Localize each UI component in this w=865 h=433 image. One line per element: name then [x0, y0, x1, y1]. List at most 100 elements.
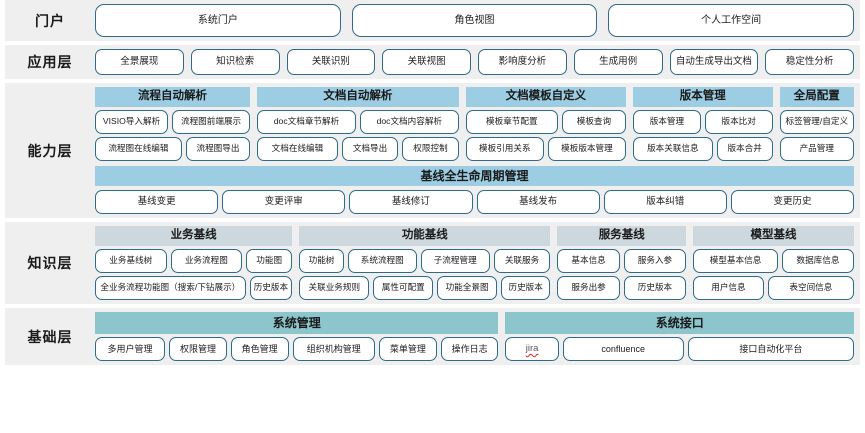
group-2: 服务基线基本信息服务入参服务出参历史版本 — [557, 226, 687, 300]
pill-1-0[interactable]: 全景展现 — [95, 49, 184, 75]
chip-1-0-1[interactable]: doc文档内容解析 — [359, 109, 459, 134]
chip-3-1-0[interactable]: 版本关联信息 — [632, 136, 713, 161]
chip-1-1-0[interactable]: 文档在线编辑 — [257, 136, 338, 161]
group-header-1: 功能基线 — [299, 226, 551, 246]
chip-1-1-2[interactable]: 权限控制 — [402, 136, 459, 161]
chip-0-0-2[interactable]: 功能图 — [246, 248, 293, 273]
chip-4-1-0[interactable]: 产品管理 — [779, 136, 854, 161]
item-row: 全景展现知识检索关联识别关联视图影响度分析生成用例自动生成导出文档稳定性分析 — [95, 49, 854, 75]
chip-1-0-3[interactable]: 关联服务 — [493, 248, 551, 273]
chip-0-0-4[interactable]: 菜单管理 — [379, 337, 437, 362]
group-3: 版本管理版本管理版本比对版本关联信息版本合并 — [632, 87, 773, 161]
chip-1-0-0[interactable]: jira — [505, 337, 559, 362]
chip-2-1-0[interactable]: 模板引用关系 — [465, 136, 544, 161]
chip-1-0-2[interactable]: 接口自动化平台 — [687, 337, 854, 362]
chip-row-1: 流程图在线编辑流程图导出 — [95, 136, 251, 161]
chip-0-0-0[interactable]: VISIO导入解析 — [95, 109, 169, 134]
chip-1-0-2[interactable]: 子流程管理 — [420, 248, 490, 273]
lifecycle-header: 基线全生命周期管理 — [95, 165, 854, 187]
chip-2-0-1[interactable]: 服务入参 — [623, 248, 687, 273]
chip-0-1-0[interactable]: 全业务流程功能图（搜索/下钻展示） — [95, 275, 246, 300]
lifecycle-chip-4[interactable]: 版本纠错 — [603, 190, 727, 215]
chip-row-0: 功能树系统流程图子流程管理关联服务 — [299, 248, 551, 273]
chip-0-0-1[interactable]: 业务流程图 — [170, 248, 243, 273]
chip-1-0-0[interactable]: doc文档章节解析 — [257, 109, 356, 134]
chip-1-1-1[interactable]: 文档导出 — [341, 136, 399, 161]
chip-3-1-0[interactable]: 用户信息 — [693, 275, 764, 300]
chip-row-1: 全业务流程功能图（搜索/下钻展示）历史版本 — [95, 275, 293, 300]
chip-0-0-5[interactable]: 操作日志 — [440, 337, 499, 362]
lifecycle-chip-1[interactable]: 变更评审 — [222, 190, 346, 215]
chip-1-1-0[interactable]: 关联业务规则 — [299, 275, 370, 300]
chip-1-1-1[interactable]: 属性可配置 — [373, 275, 434, 300]
pill-1-7[interactable]: 稳定性分析 — [765, 49, 854, 75]
chip-2-0-0[interactable]: 模板章节配置 — [465, 109, 558, 134]
pill-1-4[interactable]: 影响度分析 — [478, 49, 567, 75]
lifecycle-row: 基线变更变更评审基线修订基线发布版本纠错变更历史 — [95, 190, 855, 215]
chip-0-0-0[interactable]: 业务基线树 — [95, 248, 167, 273]
group-0: 业务基线业务基线树业务流程图功能图全业务流程功能图（搜索/下钻展示）历史版本 — [95, 226, 293, 300]
chip-3-0-1[interactable]: 版本比对 — [704, 109, 773, 134]
pill-1-1[interactable]: 知识检索 — [190, 49, 280, 75]
chip-1-0-1[interactable]: 系统流程图 — [347, 248, 417, 273]
pill-1-3[interactable]: 关联视图 — [382, 49, 471, 75]
group-1: 功能基线功能树系统流程图子流程管理关联服务关联业务规则属性可配置功能全景图历史版… — [299, 226, 551, 300]
chip-1-1-3[interactable]: 历史版本 — [500, 275, 551, 300]
chip-3-1-1[interactable]: 表空间信息 — [767, 275, 854, 300]
chip-4-0-0[interactable]: 标签管理/自定义 — [779, 109, 854, 134]
chip-3-1-1[interactable]: 版本合并 — [716, 136, 773, 161]
chip-row-0: 版本管理版本比对 — [632, 109, 773, 134]
chip-0-1-1[interactable]: 历史版本 — [249, 275, 293, 300]
chip-row-0: 模型基本信息数据库信息 — [693, 248, 854, 273]
pill-0-1[interactable]: 角色视图 — [351, 4, 598, 37]
chip-1-0-1[interactable]: confluence — [562, 337, 684, 362]
lifecycle-block: 基线全生命周期管理基线变更变更评审基线修订基线发布版本纠错变更历史 — [95, 165, 855, 215]
chip-2-1-1[interactable]: 历史版本 — [623, 275, 687, 300]
chip-row-1: 服务出参历史版本 — [557, 275, 687, 300]
chip-2-1-0[interactable]: 服务出参 — [557, 275, 620, 300]
chip-2-1-1[interactable]: 模板版本管理 — [547, 136, 626, 161]
layer-0: 门户系统门户角色视图个人工作空间 — [5, 0, 860, 41]
chip-0-0-2[interactable]: 角色管理 — [230, 337, 289, 362]
chip-3-0-0[interactable]: 版本管理 — [632, 109, 701, 134]
chip-3-0-1[interactable]: 数据库信息 — [781, 248, 854, 273]
lifecycle-chip-2[interactable]: 基线修订 — [349, 190, 473, 215]
group-row: 业务基线业务基线树业务流程图功能图全业务流程功能图（搜索/下钻展示）历史版本功能… — [95, 226, 854, 300]
chip-0-0-0[interactable]: 多用户管理 — [95, 337, 166, 362]
lifecycle-chip-3[interactable]: 基线发布 — [476, 190, 600, 215]
layer-label-3: 知识层 — [27, 255, 73, 272]
chip-1-1-2[interactable]: 功能全景图 — [437, 275, 497, 300]
group-header-0: 业务基线 — [95, 226, 293, 246]
group-0: 系统管理多用户管理权限管理角色管理组织机构管理菜单管理操作日志 — [95, 311, 499, 362]
chip-row-1: 产品管理 — [779, 136, 854, 161]
chip-0-1-0[interactable]: 流程图在线编辑 — [95, 136, 182, 161]
chip-row-0: VISIO导入解析流程图前端展示 — [95, 109, 251, 134]
group-header-0: 系统管理 — [95, 311, 499, 335]
chip-3-0-0[interactable]: 模型基本信息 — [693, 248, 778, 273]
pill-0-0[interactable]: 系统门户 — [95, 4, 341, 37]
group-header-4: 全局配置 — [779, 87, 854, 107]
chip-0-0-1[interactable]: 权限管理 — [169, 337, 227, 362]
group-header-1: 文档自动解析 — [257, 87, 459, 107]
chip-2-0-0[interactable]: 基本信息 — [557, 248, 620, 273]
chip-row-1: 关联业务规则属性可配置功能全景图历史版本 — [299, 275, 551, 300]
chip-2-0-1[interactable]: 模板查询 — [561, 109, 626, 134]
chip-0-0-3[interactable]: 组织机构管理 — [292, 337, 376, 362]
pill-0-2[interactable]: 个人工作空间 — [608, 4, 855, 37]
chip-1-0-0[interactable]: 功能树 — [299, 248, 344, 273]
lifecycle-chip-0[interactable]: 基线变更 — [95, 190, 219, 215]
lifecycle-chip-5[interactable]: 变更历史 — [730, 190, 855, 215]
pill-1-6[interactable]: 自动生成导出文档 — [669, 49, 759, 75]
pill-1-5[interactable]: 生成用例 — [573, 49, 663, 75]
pill-1-2[interactable]: 关联识别 — [286, 49, 376, 75]
chip-0-0-1[interactable]: 流程图前端展示 — [172, 109, 251, 134]
chip-0-1-1[interactable]: 流程图导出 — [185, 136, 251, 161]
group-header-0: 流程自动解析 — [95, 87, 251, 107]
